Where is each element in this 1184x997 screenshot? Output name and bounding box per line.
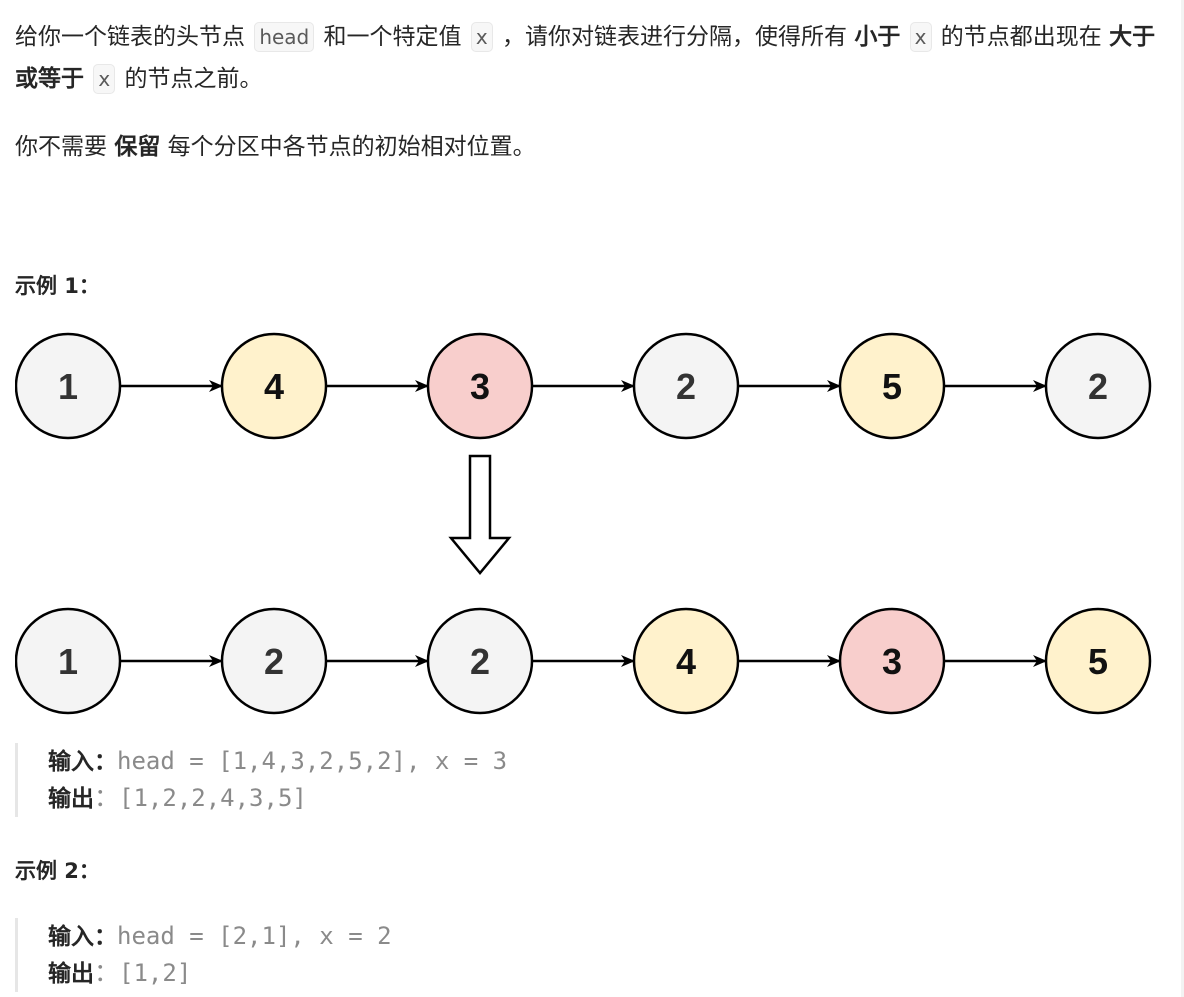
after-node-5 — [1044, 607, 1152, 715]
output-colon: ： — [94, 783, 120, 812]
example-2-output: 输出：[1,2] — [48, 955, 392, 992]
output-value: [1,2] — [119, 959, 192, 987]
after-node-3 — [632, 607, 740, 715]
example-1-output: 输出：[1,2,2,4,3,5] — [48, 780, 507, 817]
before-node-0 — [15, 332, 122, 440]
example-1-io: 输入：head = [1,4,3,2,5,2], x = 3 输出：[1,2,2… — [15, 743, 507, 817]
after-node-label-4: 3 — [882, 641, 902, 682]
scrollbar-track[interactable] — [1181, 0, 1184, 997]
before-node-2 — [426, 332, 534, 440]
after-node-2 — [426, 607, 534, 715]
input-value: head = [1,4,3,2,5,2], x = 3 — [117, 747, 508, 775]
after-node-label-0: 1 — [58, 641, 78, 682]
list-after: 1 2 2 4 3 5 — [15, 607, 1152, 715]
inline-code-x: x — [93, 64, 116, 94]
before-node-1 — [220, 332, 328, 440]
input-label: 输入： — [48, 924, 117, 950]
text: 每个分区中各节点的初始相对位置。 — [160, 134, 536, 160]
text: 你不需要 — [15, 134, 115, 160]
before-node-label-3: 2 — [676, 366, 696, 407]
after-node-label-5: 5 — [1088, 641, 1108, 682]
output-colon: ： — [94, 958, 120, 987]
bold-less-than: 小于 — [854, 24, 901, 50]
example-1-diagram: 1 4 3 2 5 2 1 2 2 4 3 5 — [15, 320, 1175, 720]
text — [84, 66, 91, 92]
input-value: head = [2,1], x = 2 — [117, 922, 392, 950]
example-1-title: 示例 1： — [15, 274, 100, 298]
text: 的节点都出现在 — [933, 24, 1110, 50]
linked-list-diagram: 1 4 3 2 5 2 1 2 2 4 3 5 — [15, 332, 1152, 715]
after-node-0 — [15, 607, 122, 715]
before-node-label-5: 2 — [1088, 366, 1108, 407]
example-2-io: 输入：head = [2,1], x = 2 输出：[1,2] — [15, 918, 392, 992]
before-node-4 — [838, 332, 946, 440]
text: ，请你对链表进行分隔，使得所有 — [494, 24, 855, 50]
down-arrow-icon — [448, 454, 512, 575]
after-node-4 — [838, 607, 946, 715]
text: 和一个特定值 — [316, 24, 469, 50]
output-label: 输出 — [48, 961, 94, 987]
text: 的节点之前。 — [117, 66, 263, 92]
inline-code-head: head — [254, 22, 315, 52]
before-node-label-2: 3 — [470, 366, 490, 407]
inline-code-x: x — [909, 22, 932, 52]
input-label: 输入： — [48, 749, 117, 775]
before-node-5 — [1044, 332, 1152, 440]
example-1-input: 输入：head = [1,4,3,2,5,2], x = 3 — [48, 743, 507, 780]
output-value: [1,2,2,4,3,5] — [119, 784, 307, 812]
after-node-label-1: 2 — [264, 641, 284, 682]
list-before: 1 4 3 2 5 2 — [15, 332, 1152, 440]
example-2-input: 输入：head = [2,1], x = 2 — [48, 918, 392, 955]
bold-preserve: 保留 — [114, 134, 161, 160]
after-node-1 — [220, 607, 328, 715]
before-node-label-1: 4 — [264, 366, 284, 407]
output-label: 输出 — [48, 786, 94, 812]
problem-paragraph-2: 你不需要 保留 每个分区中各节点的初始相对位置。 — [15, 126, 1175, 168]
after-node-label-2: 2 — [470, 641, 490, 682]
problem-paragraph-1: 给你一个链表的头节点 head 和一个特定值 x ，请你对链表进行分隔，使得所有… — [15, 16, 1175, 100]
bold-greater-equal: 大于或等于 — [15, 24, 1156, 92]
text — [900, 24, 907, 50]
before-node-3 — [632, 332, 740, 440]
before-node-label-0: 1 — [58, 366, 78, 407]
inline-code-x: x — [470, 22, 493, 52]
before-node-label-4: 5 — [882, 366, 902, 407]
after-node-label-3: 4 — [676, 641, 696, 682]
example-2-title: 示例 2： — [15, 859, 100, 883]
text: 给你一个链表的头节点 — [15, 24, 253, 50]
